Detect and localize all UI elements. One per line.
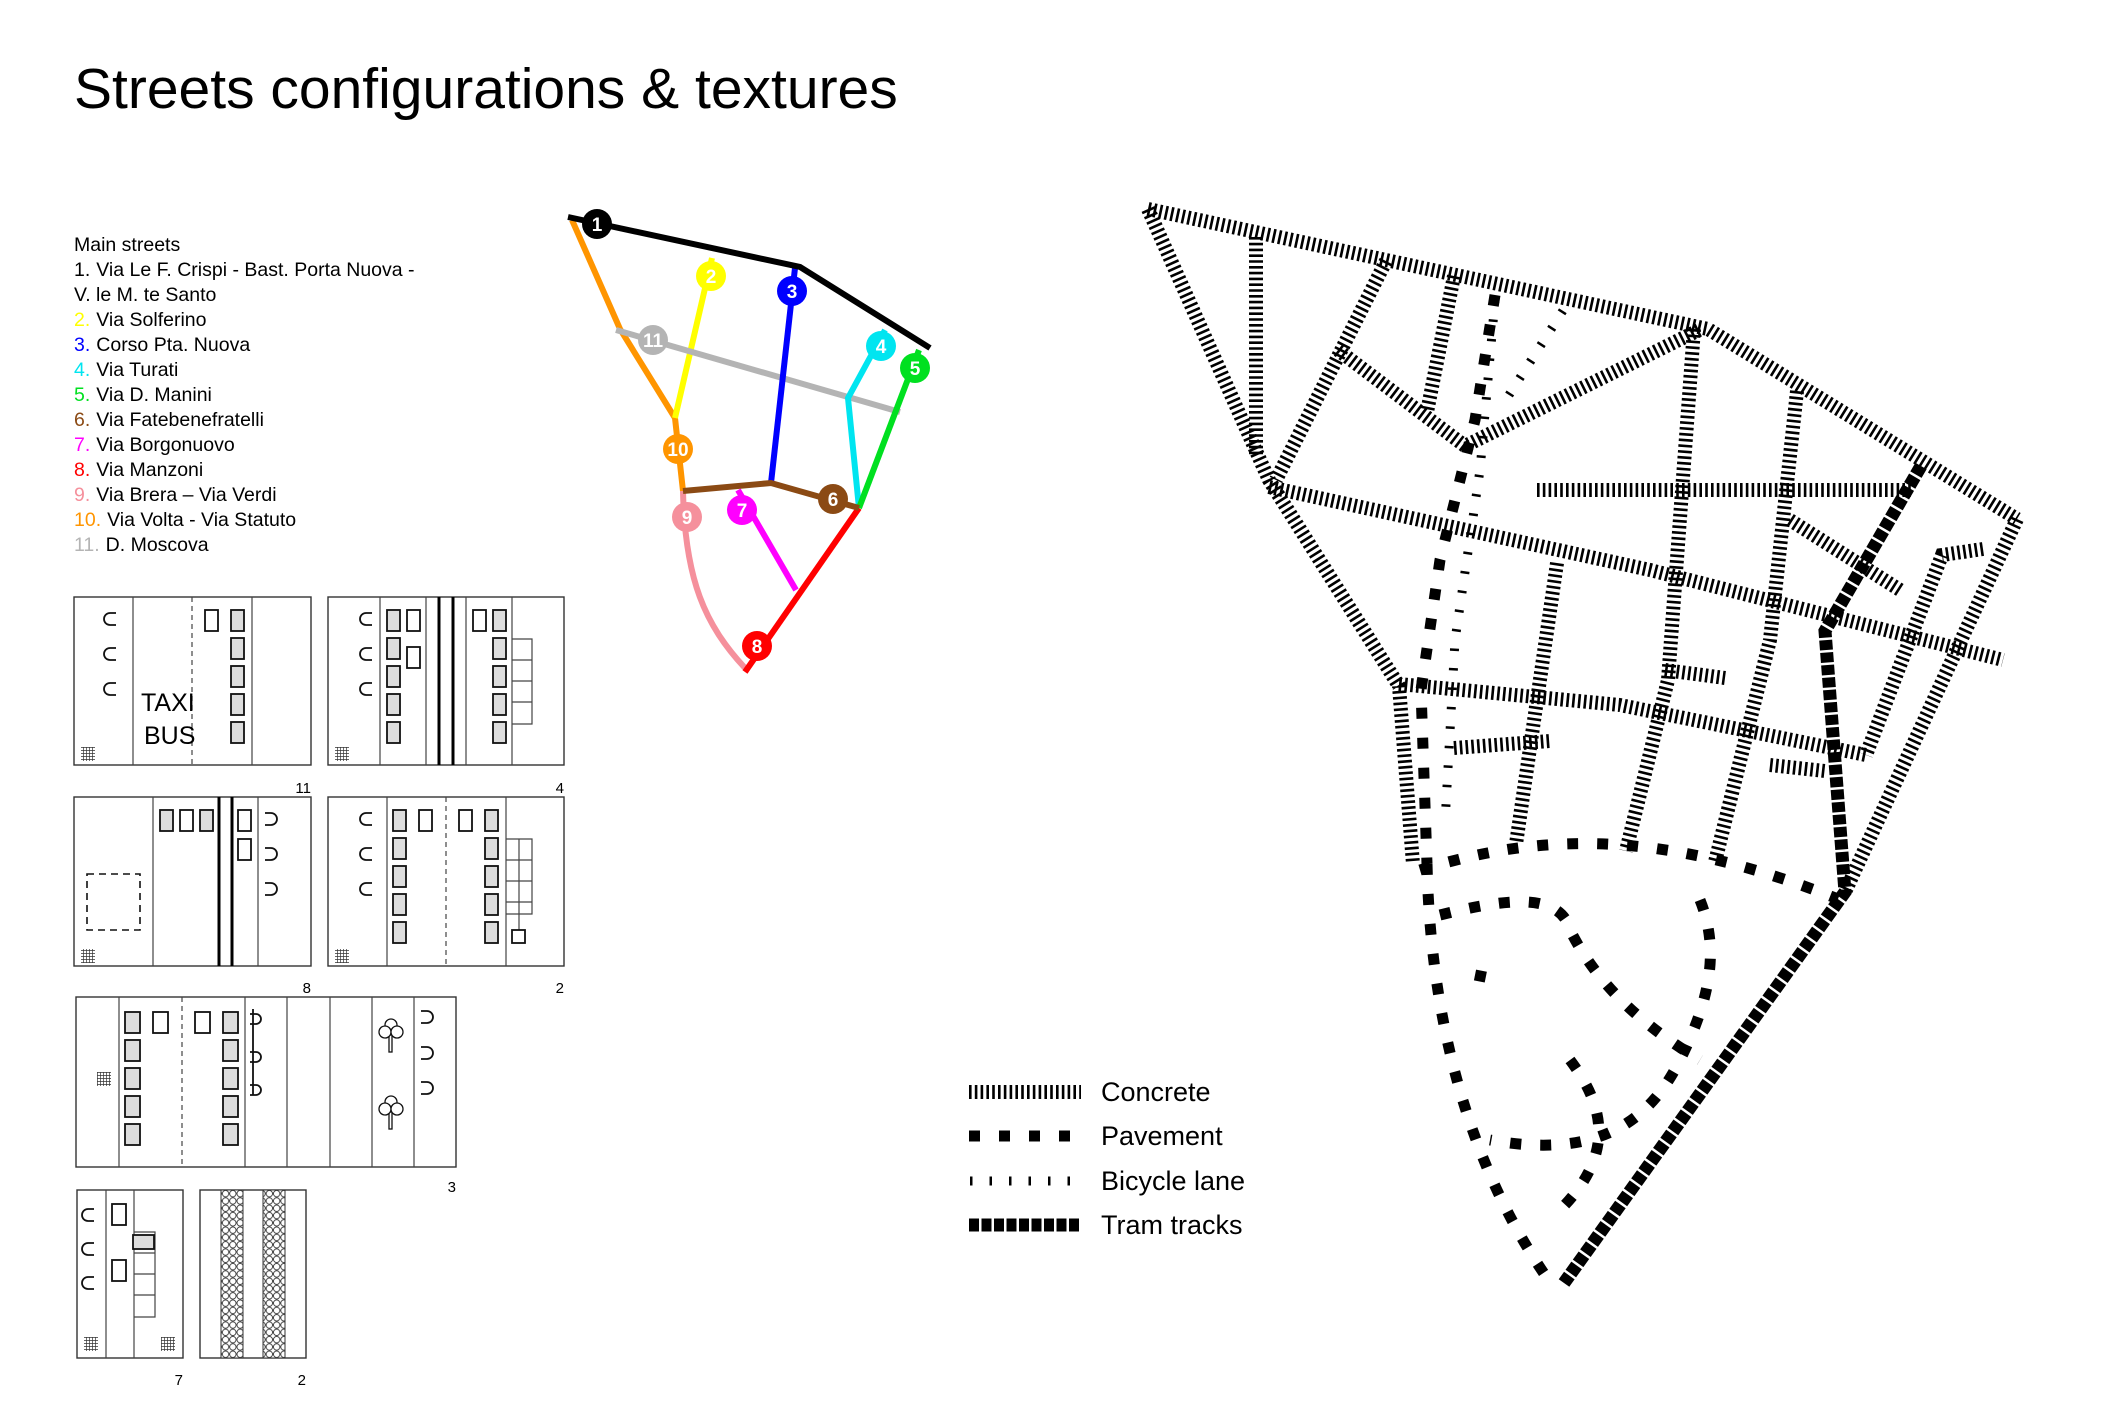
street-marker-10: 10 xyxy=(663,434,693,464)
street-marker-8: 8 xyxy=(742,631,772,661)
section-street-11: TAXI BUS xyxy=(73,596,312,766)
svg-text:3: 3 xyxy=(787,282,798,303)
legend-item-10: 10.Via Volta - Via Statuto xyxy=(74,509,296,531)
bus-lane-label: BUS xyxy=(144,722,195,750)
taxi-lane-label: TAXI xyxy=(141,689,195,717)
svg-text:10: 10 xyxy=(667,440,688,461)
grate-icon xyxy=(335,747,349,761)
street-1-line xyxy=(567,214,932,351)
grate-icon xyxy=(84,1337,98,1351)
legend-item-4: 4.Via Turati xyxy=(74,359,178,381)
parking-spaces xyxy=(230,609,245,744)
pavement-path xyxy=(1438,896,1703,1065)
tram-tracks xyxy=(1558,462,1927,1287)
section-street-2 xyxy=(327,796,565,967)
svg-text:11: 11 xyxy=(643,331,664,352)
section-street-7 xyxy=(76,1189,184,1359)
svg-text:9: 9 xyxy=(682,508,693,529)
section-label: 2 xyxy=(556,980,564,997)
concrete-street xyxy=(1509,561,1564,846)
svg-text:4: 4 xyxy=(876,337,887,358)
street-marker-2: 2 xyxy=(696,261,726,291)
street-marker-1: 1 xyxy=(582,209,612,239)
concrete-street xyxy=(1769,758,1826,778)
svg-text:5: 5 xyxy=(910,359,921,380)
grate-icon xyxy=(335,949,349,963)
section-label: 7 xyxy=(175,1372,183,1389)
legend-item-3: 3.Corso Pta. Nuova xyxy=(74,334,250,356)
grate-icon xyxy=(81,949,95,963)
legend-item-2: 2.Via Solferino xyxy=(74,309,207,331)
section-label: 11 xyxy=(295,780,311,797)
legend-item-11: 11.D. Moscova xyxy=(74,534,209,556)
pavement-path xyxy=(1473,969,1502,986)
concrete-street xyxy=(1420,274,1461,414)
texture-label-tram-tracks: Tram tracks xyxy=(1101,1210,1243,1240)
svg-text:6: 6 xyxy=(828,490,839,511)
pavement-path xyxy=(1489,897,1716,1151)
concrete-street xyxy=(1708,390,1804,864)
concrete-street xyxy=(1333,322,1705,455)
bike-rack-icon xyxy=(250,1009,262,1096)
bicycle-lane xyxy=(1440,299,1500,824)
concrete-street xyxy=(1146,202,2021,525)
legend-item-1: 1.Via Le F. Crispi - Bast. Porta Nuova - xyxy=(74,259,415,281)
section-street-8 xyxy=(73,796,312,967)
texture-label-concrete: Concrete xyxy=(1101,1077,1211,1107)
street-marker-3: 3 xyxy=(777,276,807,306)
grate-icon xyxy=(81,747,95,761)
pavement-path xyxy=(1415,294,1501,865)
svg-text:7: 7 xyxy=(737,501,748,522)
tree-icon xyxy=(378,1095,404,1130)
street-key-map: 1 2 3 4 5 6 7 8 9 10 11 xyxy=(567,209,932,674)
concrete-street xyxy=(1453,734,1551,755)
section-label: 2 xyxy=(298,1372,306,1389)
section-street-4 xyxy=(327,596,565,766)
pavement-path xyxy=(1556,1056,1605,1214)
street-marker-6: 6 xyxy=(818,484,848,514)
section-label: 4 xyxy=(556,780,564,797)
concrete-street xyxy=(1664,663,1726,685)
pavement-path xyxy=(1421,863,1550,1279)
tree-icon xyxy=(378,1018,404,1053)
grate-icon xyxy=(161,1337,175,1351)
section-street-3 xyxy=(75,996,457,1168)
main-streets-legend: Main streets 1.Via Le F. Crispi - Bast. … xyxy=(74,234,415,556)
texture-legend: Concrete Pavement Bicycle lane Tram trac… xyxy=(969,1077,1245,1240)
concrete-street xyxy=(1267,480,2005,667)
concrete-street xyxy=(1269,257,1393,484)
texture-label-pavement: Pavement xyxy=(1101,1121,1223,1151)
svg-text:8: 8 xyxy=(752,637,763,658)
concrete-street xyxy=(1838,516,2024,895)
concrete-street xyxy=(1619,328,1701,853)
street-marker-11: 11 xyxy=(638,325,668,355)
concrete-street xyxy=(1786,514,1904,596)
legend-item-9: 9.Via Brera – Via Verdi xyxy=(74,484,277,506)
legend-item-1-cont: V. le M. te Santo xyxy=(74,284,217,306)
legend-item-7: 7.Via Borgonuovo xyxy=(74,434,235,456)
svg-text:1: 1 xyxy=(592,215,603,236)
street-marker-5: 5 xyxy=(900,353,930,383)
texture-label-bicycle-lane: Bicycle lane xyxy=(1101,1166,1245,1196)
legend-item-8: 8.Via Manzoni xyxy=(74,459,203,481)
svg-text:2: 2 xyxy=(706,267,717,288)
street-marker-7: 7 xyxy=(727,495,757,525)
bench-icons xyxy=(103,612,116,696)
section-label: 8 xyxy=(303,980,311,997)
legend-item-5: 5.Via D. Manini xyxy=(74,384,212,406)
street-marker-4: 4 xyxy=(866,331,896,361)
street-marker-9: 9 xyxy=(672,502,702,532)
bicycle-lane xyxy=(1505,295,1575,398)
concrete-street xyxy=(1141,206,1420,865)
concrete-street xyxy=(1859,542,1985,758)
section-street-2-pebbles xyxy=(199,1189,307,1359)
concrete-street xyxy=(1398,677,1868,762)
texture-map xyxy=(1141,202,2024,1287)
page-title: Streets configurations & textures xyxy=(74,57,898,121)
pavement-path xyxy=(1418,838,1841,905)
legend-heading: Main streets xyxy=(74,234,180,256)
grate-icon xyxy=(97,1072,111,1086)
legend-item-6: 6.Via Fatebenefratelli xyxy=(74,409,264,431)
section-label: 3 xyxy=(448,1179,456,1196)
